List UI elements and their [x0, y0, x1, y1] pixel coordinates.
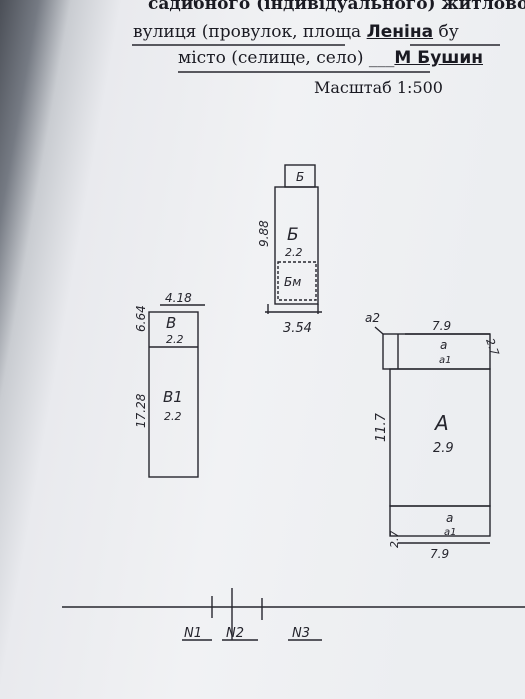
street-label: вулиця (провулок, площа: [133, 22, 362, 42]
building-b-sublabel: Бм: [284, 275, 301, 289]
building-a-top-area: а1: [439, 355, 452, 366]
building-a-top-label: а: [440, 338, 447, 352]
building-a-length: 11.7: [374, 412, 389, 442]
building-v-outline: [148, 311, 199, 478]
marker-n3: N3: [292, 626, 310, 641]
building-a-corner-leader: [374, 326, 384, 335]
building-v-label: В: [166, 314, 176, 332]
building-b-top-label: Б: [296, 170, 304, 184]
building-a-outline: [389, 368, 491, 507]
building-a-top-annex: [382, 333, 491, 370]
street-line: N1 N2 N3: [62, 588, 525, 641]
building-v-area: 2.2: [166, 333, 184, 346]
marker-n1: N1: [184, 626, 202, 641]
street-suffix: бу: [438, 22, 459, 42]
building-a-width-top: 7.9: [432, 319, 451, 333]
building-a-bottom-annex: [389, 505, 491, 537]
building-v1-length: 17.28: [134, 393, 148, 428]
building-v-length: 6.64: [134, 305, 148, 332]
street-value: Леніна: [366, 22, 434, 42]
city-label: місто (селище, село): [178, 48, 364, 68]
building-a-bottom-left: 2.7: [388, 531, 401, 549]
header-title-line: садибного (індивідуального) житлового: [148, 0, 525, 14]
building-v1-area: 2.2: [164, 410, 182, 423]
building-a-corner-label: а2: [365, 311, 380, 325]
building-b: Б Б 2.2 Бм 3.54 9.88: [257, 164, 322, 336]
header-street-line: вулиця (провулок, площа Леніна бу: [133, 22, 459, 42]
building-a-bottom-label: а: [446, 511, 453, 525]
scale-label: Масштаб 1:500: [314, 78, 443, 97]
building-v1-label: В1: [163, 388, 183, 406]
marker-n2: N2: [226, 626, 244, 641]
city-blank: ___: [368, 48, 395, 68]
header-city-line: місто (селище, село) ___М Бушин: [178, 48, 483, 68]
building-v-width: 4.18: [165, 291, 192, 305]
building-b-length: 9.88: [257, 220, 271, 247]
building-b-area: 2.2: [285, 246, 303, 259]
building-b-label: Б: [287, 225, 299, 245]
building-a-label: А: [433, 411, 449, 435]
building-a-area: 2.9: [433, 441, 454, 456]
building-a-bottom-area: а1: [444, 527, 457, 538]
building-a-side-right: 2.7: [483, 337, 501, 358]
building-a: а2 7.9 а а1 2.7 А 2.9 11.7 а а1 2.7 7.9: [365, 311, 501, 561]
building-b-width: 3.54: [283, 321, 312, 336]
city-value: М Бушин: [394, 48, 483, 68]
building-v: 4.18 В 2.2 В1 2.2 6.64 17.28: [134, 291, 205, 478]
building-a-width-bottom: 7.9: [430, 547, 449, 561]
building-b-outline: [274, 186, 319, 305]
building-b-inner: [277, 261, 317, 301]
